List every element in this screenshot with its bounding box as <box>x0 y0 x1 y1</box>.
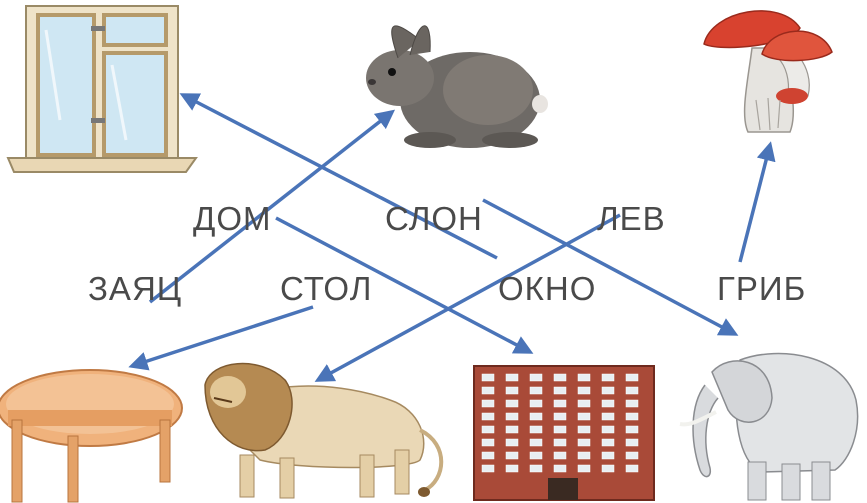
lion-picture <box>204 362 444 499</box>
mushroom-picture <box>703 10 833 133</box>
building-window <box>481 438 495 447</box>
building-window <box>553 386 567 395</box>
building-window <box>481 373 495 382</box>
arrow-lev-lion <box>314 213 621 382</box>
arrow-dom-building <box>275 216 534 354</box>
building-window <box>553 373 567 382</box>
arrow-okno-window <box>179 93 498 260</box>
building-window <box>625 438 639 447</box>
connection-arrows <box>128 93 776 382</box>
building-window <box>577 438 591 447</box>
building-window <box>481 451 495 460</box>
building-window <box>481 386 495 395</box>
building-window <box>625 464 639 473</box>
building-window <box>529 412 543 421</box>
building-window <box>577 464 591 473</box>
word-grib: ГРИБ <box>717 270 807 307</box>
building-window <box>625 386 639 395</box>
word-stol: СТОЛ <box>280 270 373 307</box>
building-window <box>577 386 591 395</box>
arrow-grib-mushroom <box>738 141 776 263</box>
building-window <box>625 412 639 421</box>
building-window <box>529 438 543 447</box>
building-window <box>553 412 567 421</box>
building-window <box>553 399 567 408</box>
word-dom: ДОМ <box>193 200 272 237</box>
building-window <box>577 451 591 460</box>
building-window <box>505 451 519 460</box>
building-window <box>529 451 543 460</box>
building-window <box>601 399 615 408</box>
building-window <box>505 412 519 421</box>
arrow-slon-elephant <box>482 198 739 336</box>
building-window <box>625 425 639 434</box>
window-picture <box>6 5 198 173</box>
word-lev: ЛЕВ <box>597 200 666 237</box>
building-window <box>505 399 519 408</box>
building-window <box>481 464 495 473</box>
building-window <box>505 373 519 382</box>
building-window <box>601 386 615 395</box>
building-window <box>577 373 591 382</box>
building-window <box>601 464 615 473</box>
word-slon: СЛОН <box>385 200 483 237</box>
building-picture <box>473 365 655 501</box>
building-window <box>553 451 567 460</box>
building-window <box>577 399 591 408</box>
building-window <box>505 425 519 434</box>
building-window <box>577 412 591 421</box>
building-window <box>553 438 567 447</box>
building-window <box>625 373 639 382</box>
building-window <box>529 464 543 473</box>
building-window <box>577 425 591 434</box>
arrow-zayac-rabbit <box>148 109 396 304</box>
building-window <box>505 464 519 473</box>
building-window <box>601 373 615 382</box>
building-window <box>529 425 543 434</box>
table-picture <box>0 369 183 503</box>
building-window <box>601 412 615 421</box>
word-zayac: ЗАЯЦ <box>88 270 183 307</box>
arrow-stol-table <box>128 305 314 371</box>
building-window <box>529 399 543 408</box>
building-window <box>601 451 615 460</box>
building-window <box>601 425 615 434</box>
building-window <box>481 399 495 408</box>
building-window <box>529 386 543 395</box>
building-window <box>625 399 639 408</box>
building-window <box>481 425 495 434</box>
building-window <box>505 438 519 447</box>
building-window <box>625 451 639 460</box>
building-window <box>553 464 567 473</box>
building-window <box>505 386 519 395</box>
building-window <box>529 373 543 382</box>
building-window <box>601 438 615 447</box>
building-window <box>553 425 567 434</box>
rabbit-picture <box>366 25 548 148</box>
word-okno: ОКНО <box>498 270 597 307</box>
elephant-picture <box>679 352 859 501</box>
building-window <box>481 412 495 421</box>
